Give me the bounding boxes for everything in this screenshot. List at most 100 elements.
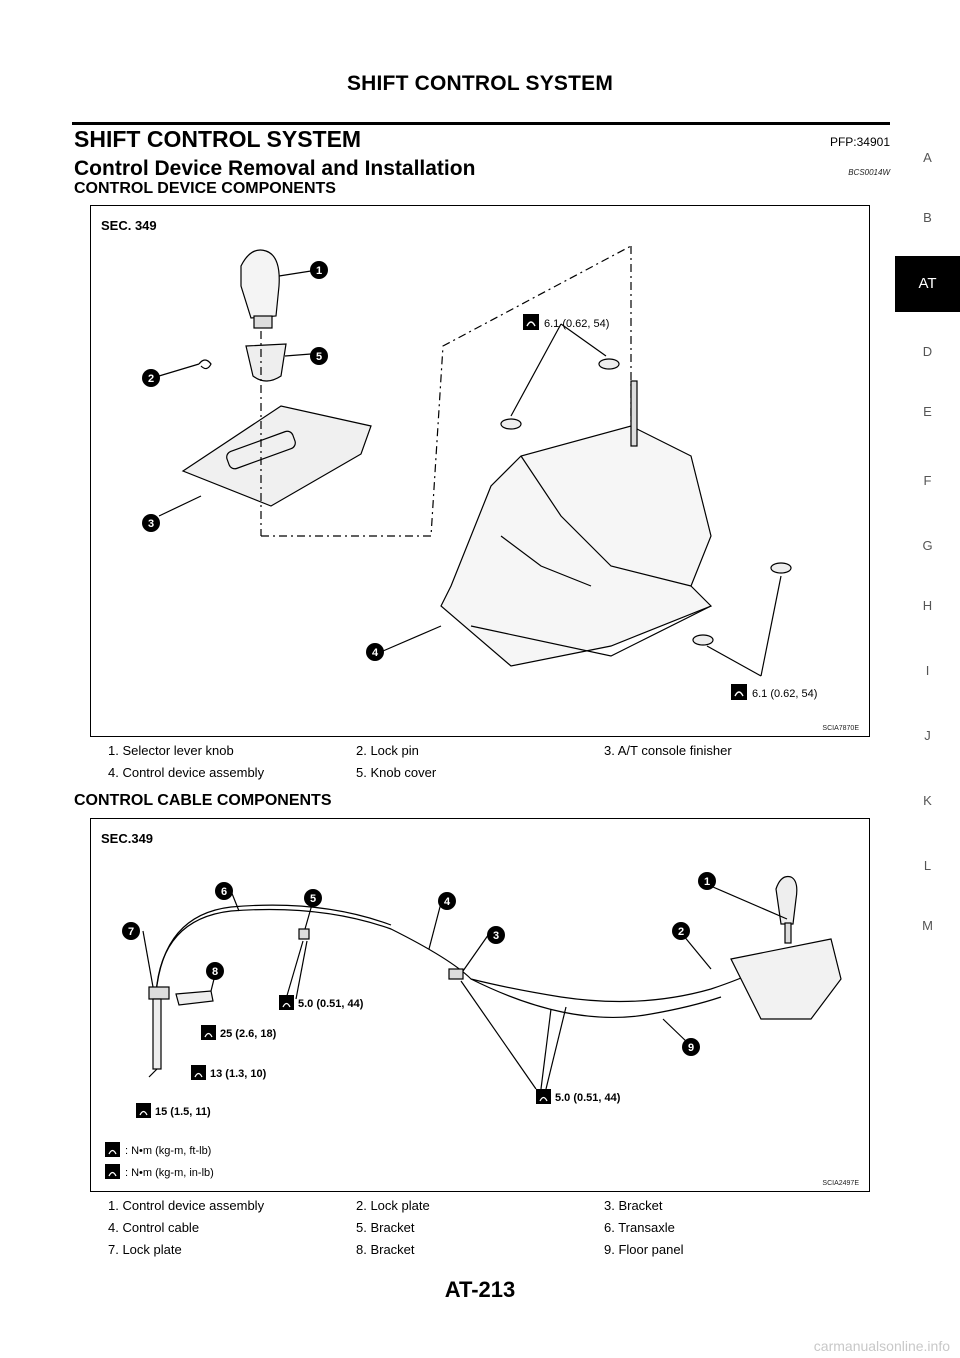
section-title: SHIFT CONTROL SYSTEM [74,126,362,152]
torque-wrench-icon [136,1103,151,1118]
figure2-sec-label: SEC.349 [101,831,154,846]
callout-4: 4 [438,892,456,910]
side-index: A B AT D E F G H I J K L M [895,0,960,1000]
control-device-body [440,425,713,667]
legend-item: 4. Control cable [108,1220,200,1235]
subsection-title: Control Device Removal and Installation [74,157,476,180]
legend-item: 4. Control device assembly [108,765,265,780]
legend-item: 2. Lock pin [356,743,419,758]
svg-text:5: 5 [310,893,316,905]
torque-wrench-icon [279,995,294,1010]
side-index-item-b[interactable]: B [923,210,932,225]
torque-label: 5.0 (0.51, 44) [555,1092,621,1104]
legend-item: 5. Knob cover [356,765,437,780]
side-index-item-e[interactable]: E [923,404,932,419]
svg-text:4: 4 [444,896,451,908]
header-rule [72,122,890,125]
pfp-code: PFP:34901 [829,135,890,149]
figure1-legend-row2: 4. Control device assembly 5. Knob cover [108,765,888,785]
control-device-diagram: 6.1 (0.62, 54) 6.1 (0.62, 54) 1 2 3 4 5 [142,245,817,700]
figure1-code: SCIA7870E [822,725,859,732]
torque-label: 15 (1.5, 11) [155,1106,211,1118]
torque-top-label: 6.1 (0.62, 54) [544,318,609,330]
svg-text:5: 5 [316,351,322,363]
torque-wrench-icon [731,684,747,700]
control-cable-path [155,908,762,1003]
selector-knob-shape [240,249,280,319]
legend-item: 3. Bracket [604,1198,663,1213]
units-label: : N•m (kg-m, in-lb) [125,1167,214,1179]
torque-label: 25 (2.6, 18) [220,1028,277,1040]
figure-control-cable: SEC.349 [90,818,870,1192]
torque-wrench-icon [201,1025,216,1040]
torque-wrench-icon [536,1089,551,1104]
legend-item: 2. Lock plate [356,1198,430,1213]
callout-6: 6 [215,882,233,900]
figure2-legend-row2: 4. Control cable 5. Bracket 6. Transaxle [108,1220,888,1240]
figure2-code: SCIA2497E [822,1180,859,1187]
callout-2: 2 [142,369,160,387]
svg-text:2: 2 [678,926,684,938]
legend-item: 1. Control device assembly [108,1198,265,1213]
page-header: SHIFT CONTROL SYSTEM [346,72,614,95]
torque-wrench-icon [523,314,539,330]
torque-bottom-label: 6.1 (0.62, 54) [752,688,817,700]
svg-text:1: 1 [704,876,710,888]
side-index-item-a[interactable]: A [923,150,932,165]
side-index-item-j[interactable]: J [924,728,931,743]
figure1-sec-label: SEC. 349 [101,218,157,233]
svg-text:7: 7 [128,926,134,938]
callout-5: 5 [304,889,322,907]
side-index-item-f[interactable]: F [923,473,932,488]
svg-text:8: 8 [212,966,218,978]
legend-item: 3. A/T console finisher [604,743,732,758]
watermark: carmanualsonline.info [813,1338,950,1354]
torque-label: 5.0 (0.51, 44) [298,998,364,1010]
callout-5: 5 [310,347,328,365]
side-index-item-l[interactable]: L [923,858,932,873]
side-index-item-m[interactable]: M [922,918,933,933]
side-index-item-at[interactable]: AT [895,256,960,312]
subsection-code: BCS0014W [848,168,890,177]
legend-item: 1. Selector lever knob [108,743,234,758]
side-index-item-i[interactable]: I [925,663,930,678]
legend-item: 5. Bracket [356,1220,415,1235]
svg-text:9: 9 [688,1042,694,1054]
figure1-heading: CONTROL DEVICE COMPONENTS [74,180,336,197]
page-number: AT-213 [444,1277,516,1302]
callout-4: 4 [366,643,384,661]
callout-9: 9 [682,1038,700,1056]
torque-wrench-icon [191,1065,206,1080]
callout-3: 3 [487,926,505,944]
legend-item: 6. Transaxle [604,1220,675,1235]
control-cable-diagram: 5.0 (0.51, 44) 25 (2.6, 18) 13 (1.3, 10)… [105,872,842,1179]
torque-label: 13 (1.3, 10) [210,1068,267,1080]
side-index-item-k[interactable]: K [923,793,932,808]
legend-item: 7. Lock plate [108,1242,182,1257]
svg-text:3: 3 [493,930,499,942]
side-index-item-g[interactable]: G [922,538,933,553]
figure2-legend-row3: 7. Lock plate 8. Bracket 9. Floor panel [108,1242,888,1262]
callout-3: 3 [142,514,160,532]
callout-2: 2 [672,922,690,940]
side-index-item-h[interactable]: H [922,598,933,613]
torque-wrench-icon [105,1142,120,1157]
callout-1: 1 [310,261,328,279]
units-label: : N•m (kg-m, ft-lb) [125,1145,211,1157]
callout-1: 1 [698,872,716,890]
side-index-item-d[interactable]: D [922,344,933,359]
svg-text:6: 6 [221,886,227,898]
console-finisher-shape [181,405,372,507]
callout-7: 7 [122,922,140,940]
legend-item: 8. Bracket [356,1242,415,1257]
svg-text:4: 4 [372,647,379,659]
svg-text:2: 2 [148,373,154,385]
svg-text:1: 1 [316,265,322,277]
torque-wrench-icon [105,1164,120,1179]
figure2-heading: CONTROL CABLE COMPONENTS [74,792,332,809]
svg-text:3: 3 [148,518,154,530]
figure-control-device: SEC. 349 [90,205,870,737]
legend-item: 9. Floor panel [604,1242,684,1257]
control-device-shape [730,938,842,1020]
knob-cover-shape [245,343,287,382]
